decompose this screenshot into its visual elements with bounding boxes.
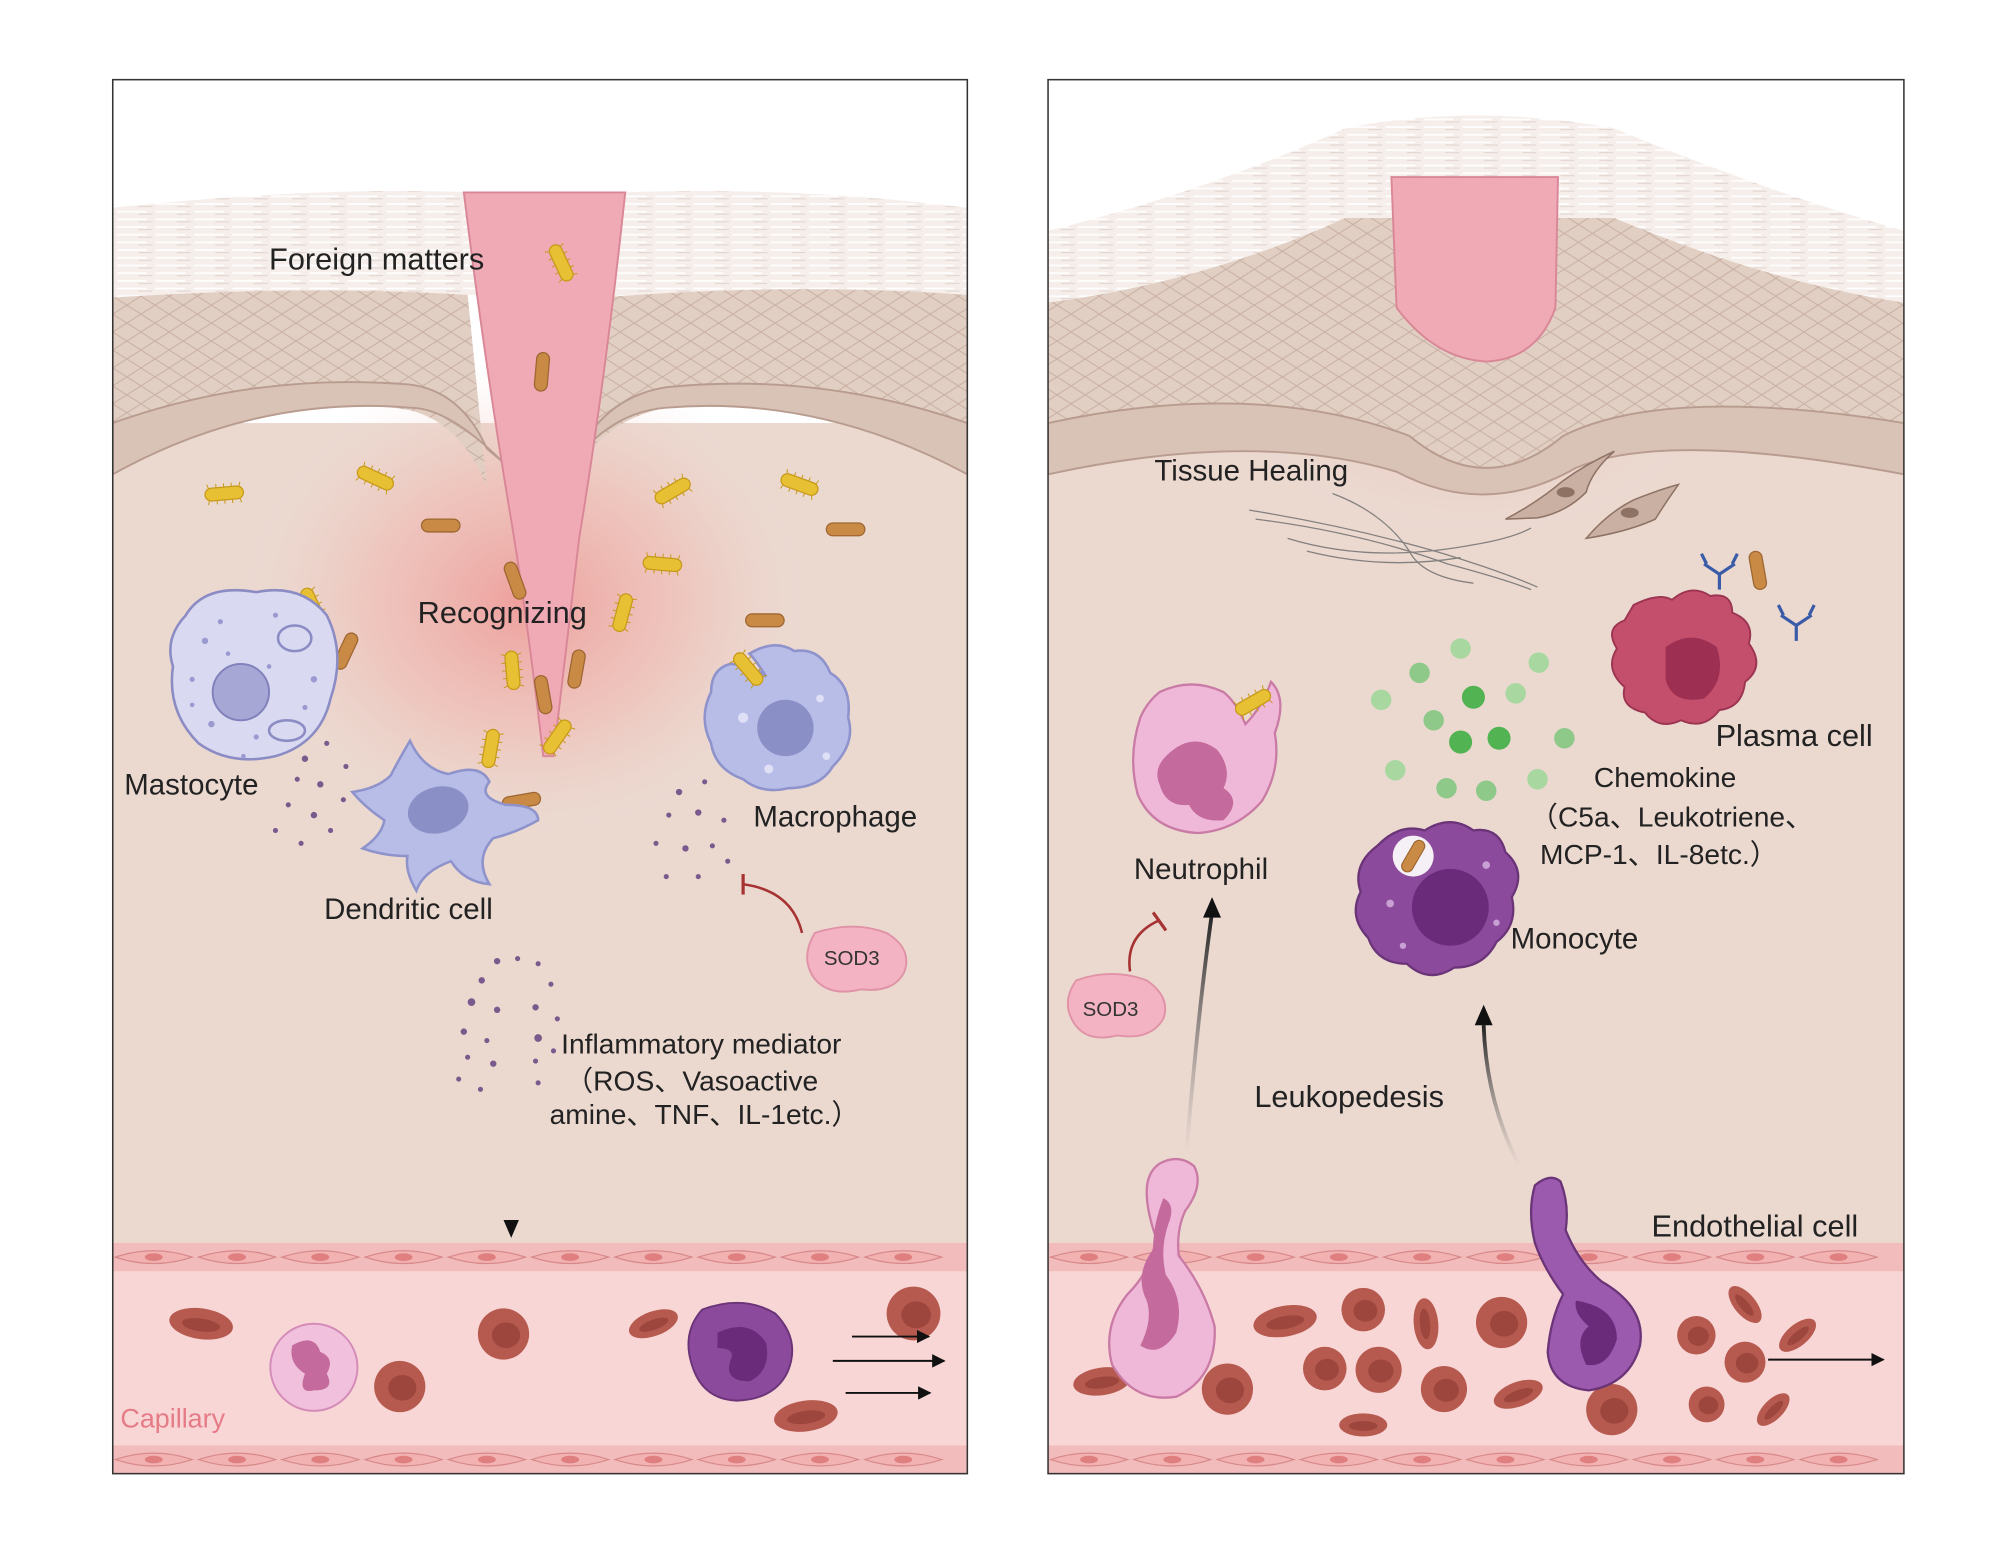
- label-chemokine-line1: Chemokine: [1594, 761, 1736, 793]
- label-plasma-cell: Plasma cell: [1716, 718, 1873, 753]
- label-endothelial-cell: Endothelial cell: [1652, 1209, 1859, 1244]
- label-mastocyte: Mastocyte: [124, 769, 258, 802]
- right-panel: [1048, 79, 1904, 1474]
- label-mediator-line1: Inflammatory mediator: [561, 1027, 841, 1059]
- left-panel-border: [111, 78, 969, 1475]
- monocyte-cell: [1354, 820, 1520, 977]
- fibroblast-cells: [1505, 450, 1681, 540]
- label-chemokine-line2: （C5a、Leukotriene、: [1530, 801, 1813, 833]
- mediator-granules: [272, 740, 731, 1092]
- label-sod3-right: SOD3: [1083, 998, 1139, 1021]
- label-macrophage: Macrophage: [753, 801, 917, 834]
- sod3-right: [1066, 911, 1168, 1039]
- monocyte-migration-arrow: [1481, 1025, 1522, 1168]
- capillary-vessel-right: [1048, 1157, 1904, 1474]
- transmigrating-monocyte: [1529, 1176, 1642, 1392]
- label-mediator-line3: amine、TNF、IL-1etc.）: [550, 1098, 860, 1130]
- neutrophil-cell: [1132, 679, 1282, 835]
- neutrophil-migration-arrow: [1184, 912, 1214, 1154]
- label-chemokine-line3: MCP-1、IL-8etc.）: [1540, 838, 1778, 870]
- left-labels: Foreign matters Recognizing Mastocyte De…: [120, 241, 917, 1433]
- label-monocyte: Monocyte: [1511, 922, 1639, 955]
- capillary-monocyte: [687, 1301, 794, 1402]
- right-panel-border: [1047, 78, 1905, 1475]
- sod3-left: [741, 874, 908, 993]
- wound-left: [462, 191, 627, 758]
- label-tissue-healing: Tissue Healing: [1154, 455, 1348, 488]
- left-panel: [112, 79, 968, 1474]
- mastocyte-cell: [169, 588, 339, 761]
- plasma-cell: [1611, 589, 1758, 725]
- label-dendritic-cell: Dendritic cell: [324, 893, 493, 926]
- collagen-fibers: [1249, 492, 1538, 591]
- antibody-icons: [1700, 553, 1816, 641]
- chemokine-dots: [1370, 638, 1575, 801]
- capillary-vessel: [112, 1243, 968, 1474]
- capillary-neutrophil: [269, 1322, 359, 1412]
- label-neutrophil: Neutrophil: [1134, 853, 1268, 886]
- label-sod3-left: SOD3: [824, 947, 880, 970]
- transmigrating-neutrophil: [1108, 1157, 1216, 1399]
- label-recognizing: Recognizing: [418, 595, 587, 630]
- wound-right: [1390, 176, 1559, 363]
- right-labels: Tissue Healing Plasma cell Chemokine （C5…: [1083, 455, 1873, 1244]
- label-capillary: Capillary: [120, 1404, 225, 1434]
- flow-arrows: [832, 1329, 946, 1400]
- dendritic-cell: [349, 738, 540, 894]
- macrophage-cell: [703, 644, 852, 792]
- label-mediator-line2: （ROS、Vasoactive: [565, 1065, 818, 1097]
- label-leukopedesis: Leukopedesis: [1254, 1079, 1444, 1114]
- label-foreign-matters: Foreign matters: [269, 241, 484, 276]
